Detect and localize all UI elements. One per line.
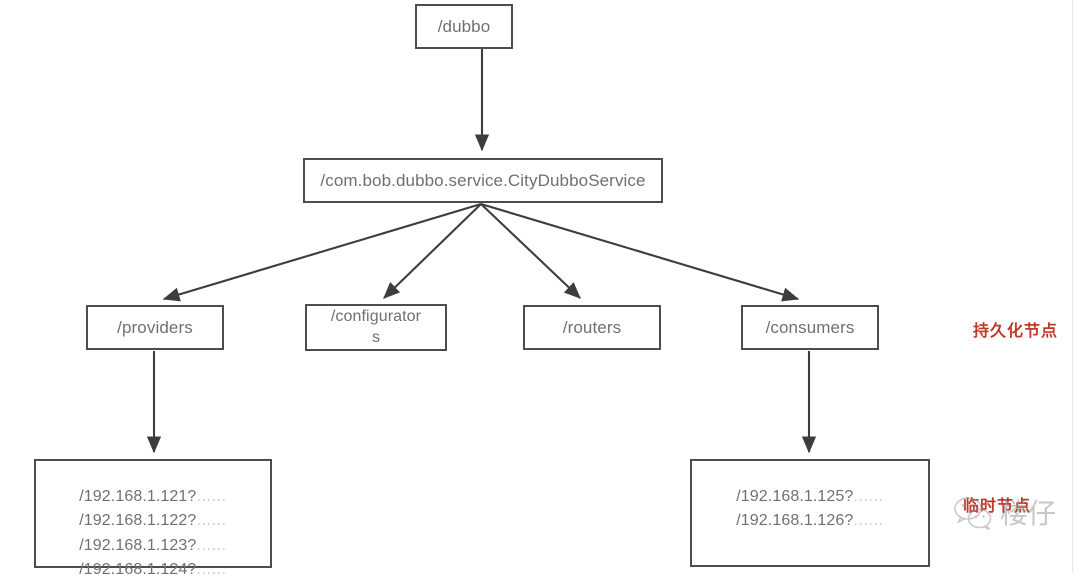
node-consumer-address-list[interactable]: /192.168.1.125?....../192.168.1.126?....…	[690, 459, 930, 567]
node-routers-label: /routers	[562, 317, 622, 337]
address-text: /192.168.1.121?	[79, 488, 197, 505]
address-text: /192.168.1.126?	[736, 512, 854, 530]
edge-service-to-providers	[162, 202, 482, 302]
address-line: /192.168.1.125?......	[736, 485, 883, 509]
node-providers[interactable]: /providers	[86, 305, 224, 350]
node-providers-label: /providers	[117, 317, 193, 337]
annotation-persistent-node: 持久化节点	[973, 323, 1059, 340]
node-consumers[interactable]: /consumers	[741, 305, 879, 350]
edge-service-to-routers	[480, 203, 581, 299]
node-provider-address-list[interactable]: /192.168.1.121?....../192.168.1.122?....…	[34, 459, 272, 578]
node-routers[interactable]: /routers	[523, 305, 661, 350]
edge-service-to-configurators	[383, 203, 482, 299]
address-ellipsis: ......	[196, 560, 227, 578]
watermark-text: 楼仔	[1000, 497, 1057, 530]
node-service-label: /com.bob.dubbo.service.CityDubboService	[320, 170, 646, 190]
address-ellipsis: ......	[853, 512, 884, 530]
wechat-bubbles-icon	[954, 497, 992, 531]
address-ellipsis: ......	[196, 536, 227, 554]
address-text: /192.168.1.123?	[79, 536, 197, 554]
address-line: /192.168.1.122?......	[79, 509, 226, 533]
address-line: /192.168.1.126?......	[736, 509, 883, 533]
watermark: 楼仔	[952, 495, 1056, 533]
node-consumers-label: /consumers	[765, 317, 855, 337]
node-service[interactable]: /com.bob.dubbo.service.CityDubboService	[303, 158, 663, 203]
consumer-address-lines: /192.168.1.125?....../192.168.1.126?....…	[736, 485, 883, 534]
address-line: /192.168.1.124?......	[79, 558, 226, 582]
address-ellipsis: ......	[196, 488, 227, 505]
address-text: /192.168.1.122?	[79, 512, 197, 530]
node-configurators-label: /configurator s	[330, 308, 422, 346]
node-configurators[interactable]: /configurator s	[305, 304, 447, 351]
node-dubbo[interactable]: /dubbo	[415, 4, 513, 49]
address-line: /192.168.1.123?......	[79, 534, 226, 558]
address-ellipsis: ......	[853, 488, 884, 505]
provider-address-lines: /192.168.1.121?....../192.168.1.122?....…	[79, 485, 226, 582]
node-dubbo-label: /dubbo	[437, 16, 491, 36]
right-edge-rule	[1072, 0, 1073, 572]
annotation-ephemeral-node: 临时节点	[963, 498, 1032, 515]
address-text: /192.168.1.124?	[79, 560, 197, 578]
address-ellipsis: ......	[196, 512, 227, 530]
address-text: /192.168.1.125?	[736, 488, 854, 505]
address-line: /192.168.1.121?......	[79, 485, 226, 509]
edge-service-to-consumers	[480, 202, 800, 302]
